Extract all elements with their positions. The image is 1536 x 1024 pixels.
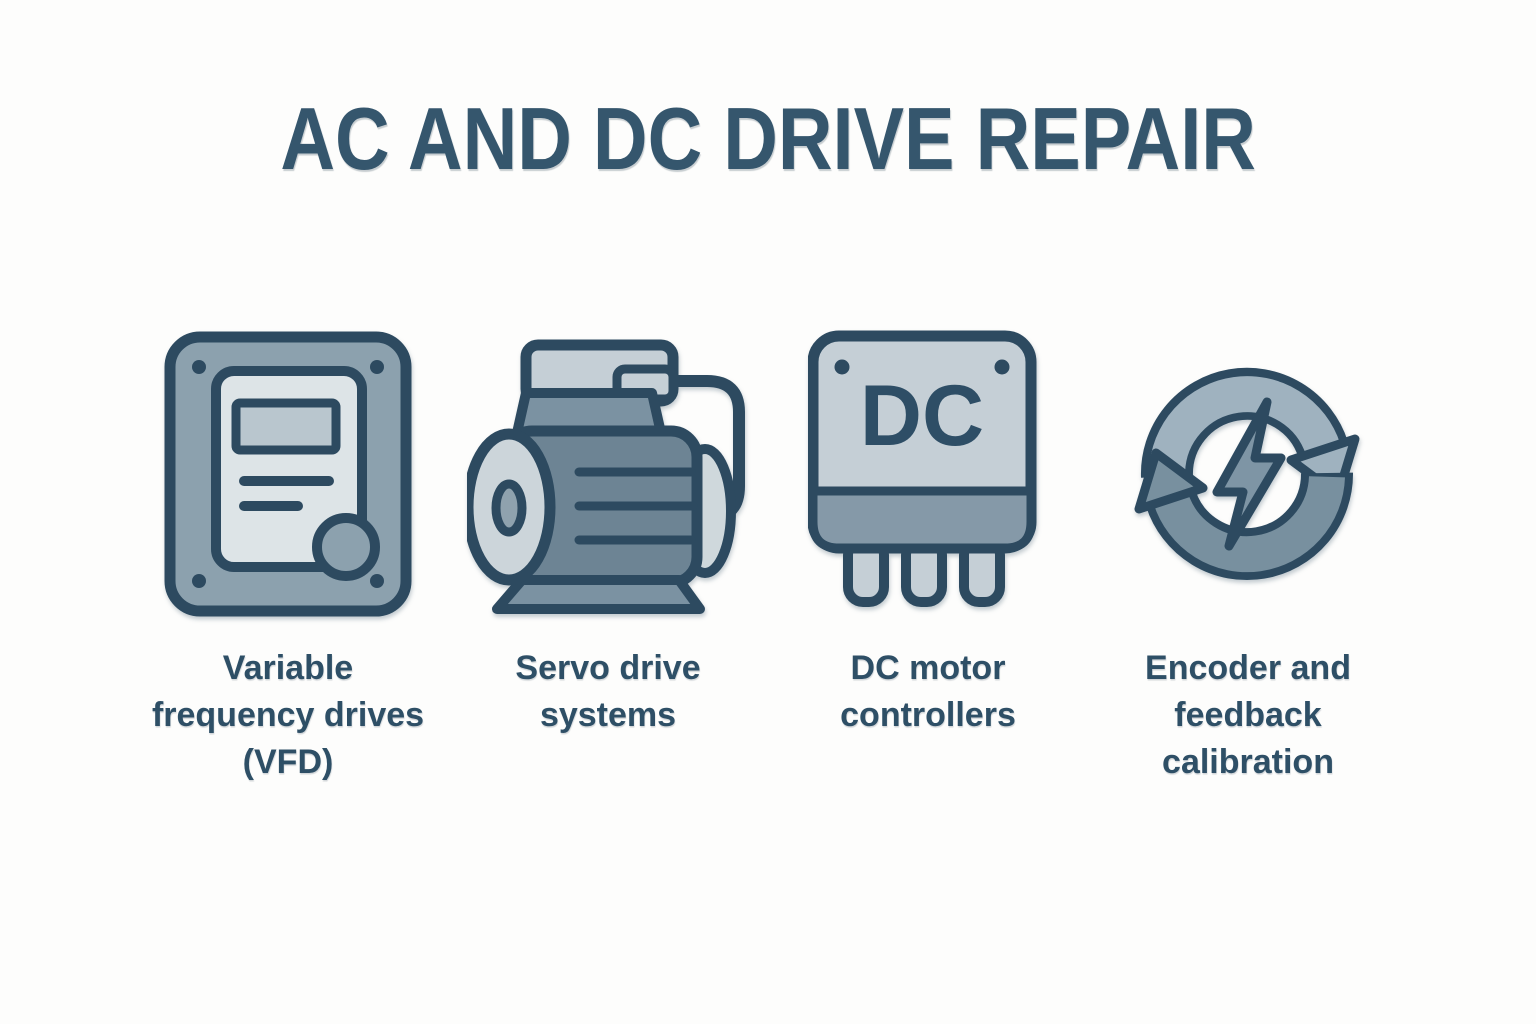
page-title: AC AND DC DRIVE REPAIR <box>0 95 1536 183</box>
controller-bottom-strip <box>808 486 1036 553</box>
motor-base <box>492 575 705 614</box>
page-title-text: AC AND DC DRIVE REPAIR <box>280 89 1256 188</box>
screw-icon <box>834 359 850 375</box>
screw-icon <box>370 360 384 374</box>
screw-icon <box>994 359 1010 375</box>
service-label: Servo drive systems <box>515 649 701 734</box>
service-item-encoder: Encoder and feedback calibration <box>1088 325 1408 786</box>
encoder-cycle-icon <box>1117 325 1379 625</box>
encoder-cycle-icon-svg <box>1134 367 1360 581</box>
service-item-servo: Servo drive systems <box>448 325 768 786</box>
service-label: Encoder and feedback calibration <box>1145 649 1351 781</box>
screw-icon <box>370 574 384 588</box>
service-item-vfd: Variable frequency drives (VFD) <box>128 325 448 786</box>
screw-icon <box>192 574 206 588</box>
service-label: Variable frequency drives (VFD) <box>151 649 425 781</box>
vfd-display <box>231 398 341 455</box>
dc-controller-icon-svg: DC <box>808 330 1037 607</box>
service-label: DC motor controllers <box>840 649 1016 734</box>
vfd-panel-icon <box>163 325 413 625</box>
vfd-knob <box>312 513 380 581</box>
dc-controller-icon: DC <box>808 325 1048 625</box>
lightning-bolt-icon <box>1212 397 1286 551</box>
services-row: Variable frequency drives (VFD) <box>128 325 1408 786</box>
screw-icon <box>192 360 206 374</box>
servo-motor-icon-svg <box>467 339 745 614</box>
dc-badge-text: DC <box>860 368 984 464</box>
servo-motor-icon <box>467 325 749 625</box>
motor-shaft-hub <box>491 479 527 537</box>
cycle-arrow-bottom <box>1134 448 1354 581</box>
service-item-dc: DC DC motor controllers <box>768 325 1088 786</box>
vfd-panel-icon-svg <box>164 331 412 617</box>
